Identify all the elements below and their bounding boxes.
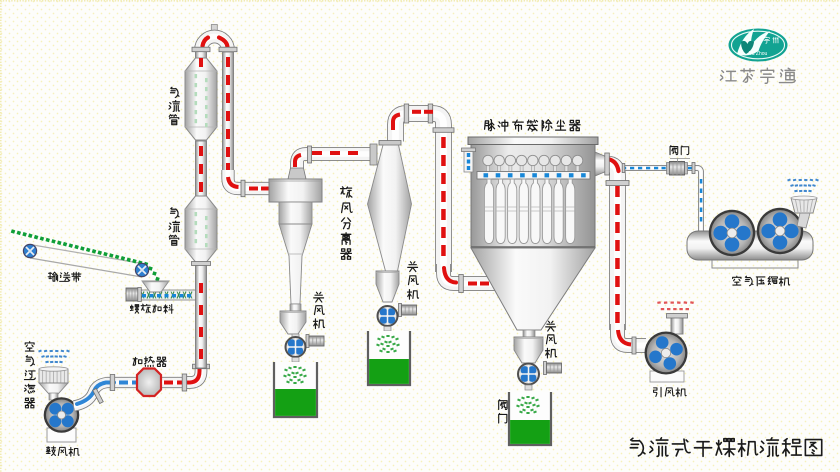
svg-text:Yu Zhou: Yu Zhou <box>749 51 768 57</box>
